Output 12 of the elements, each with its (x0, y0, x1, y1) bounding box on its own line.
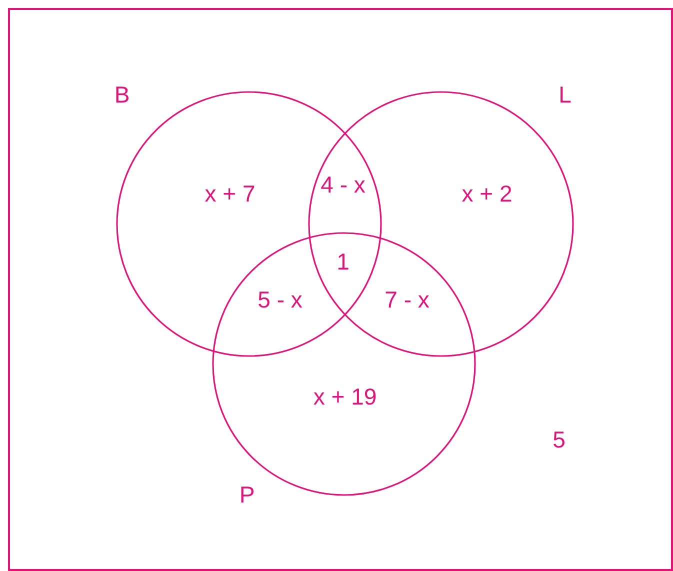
region-value: x + 19 (313, 386, 377, 408)
region-value: 7 - x (384, 288, 430, 312)
region-value: x + 2 (462, 182, 512, 206)
region-value: x + 7 (204, 182, 256, 206)
region-value: 5 (552, 428, 566, 452)
region-value: 4 - x (320, 174, 366, 196)
region-value: 5 - x (258, 288, 302, 312)
universal-set-frame (8, 8, 673, 571)
set-label: B (114, 84, 130, 106)
set-label: P (239, 484, 255, 506)
region-value: 1 (336, 250, 350, 274)
set-label: L (558, 84, 572, 106)
